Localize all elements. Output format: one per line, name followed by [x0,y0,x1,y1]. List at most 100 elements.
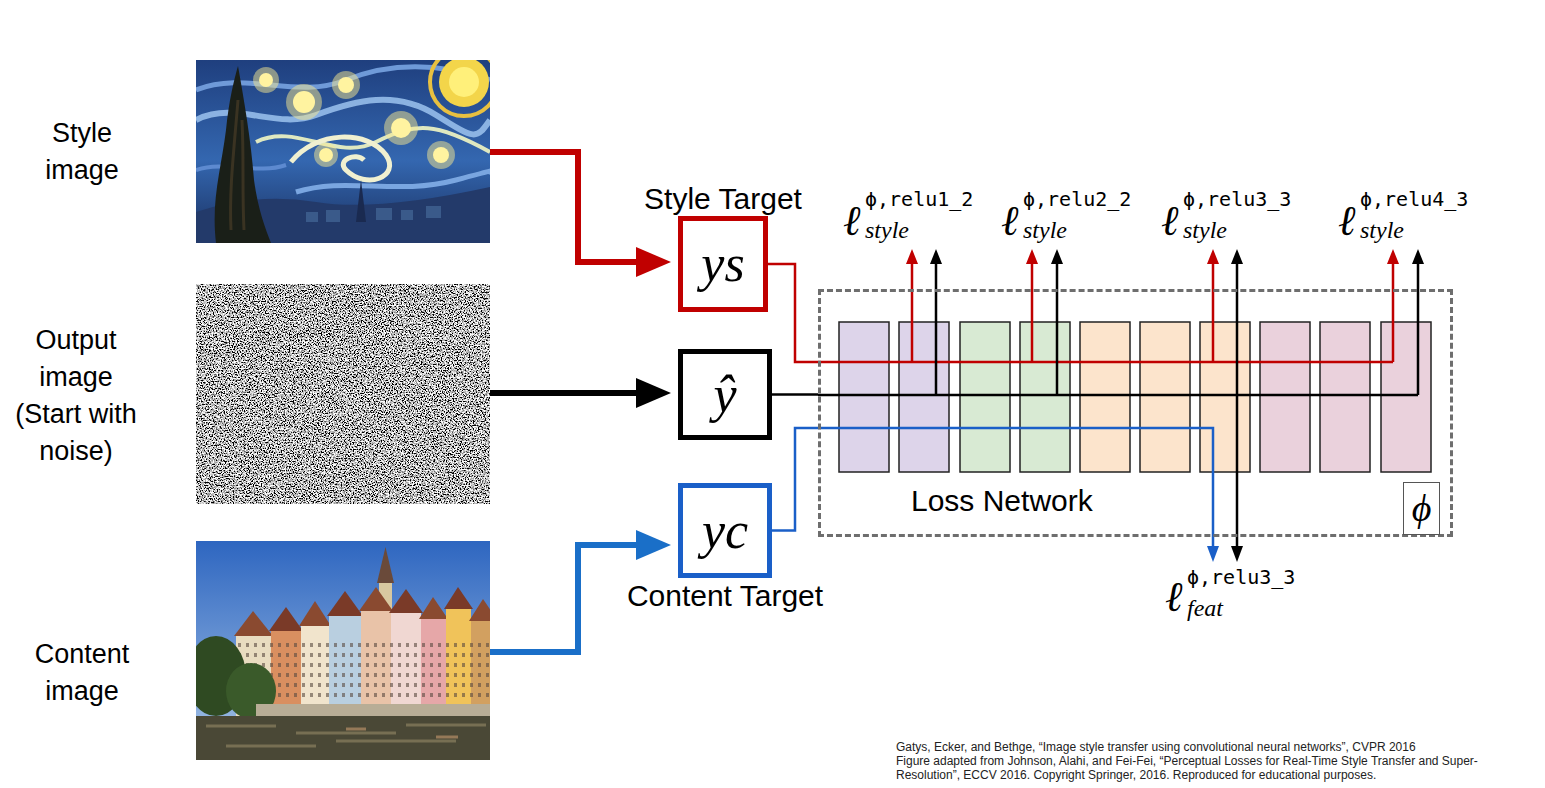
style-painting [449,67,479,97]
loss-subscript: style [1023,218,1067,242]
image-caption: Content image [17,636,147,710]
input-arrow [490,390,640,396]
loss-symbol: ℓ [1338,200,1356,242]
arrowhead [1207,249,1219,264]
content-photo [196,716,490,760]
style-painting [427,141,455,169]
content-photo [327,591,363,616]
feature-taps [818,428,1213,548]
content-photo [359,587,393,611]
arrowhead [1207,546,1219,562]
arrowhead [930,249,942,264]
citation: Gatys, Ecker, and Bethge, “Image style t… [896,740,1516,754]
math-symbol: ys [701,235,744,292]
style-painting [332,71,360,99]
loss-superscript: ϕ,relu3_3 [1183,188,1291,210]
network-layers [839,322,1431,472]
connector [768,264,818,362]
arrowhead [1051,249,1063,264]
arrowhead [1026,249,1038,264]
network-layers [1260,322,1310,472]
content-photo [389,589,423,613]
math-symbol: ϕ [1412,488,1432,530]
content-photo [346,729,458,737]
feature-taps [818,361,1393,364]
target-box: Style Targetys [678,216,768,312]
network-layers [1080,322,1130,472]
style-painting [384,111,418,145]
style-painting [286,84,322,120]
style-painting [293,91,315,113]
math-symbol: ŷ [713,366,736,423]
style-painting [314,143,338,167]
style-painting [291,137,390,180]
target-heading: Content Target [627,579,823,612]
style-painting [439,60,489,107]
content-photo [269,607,303,631]
arrowhead [636,247,671,277]
style-painting [376,208,392,220]
style-painting [306,212,318,222]
loss-symbol: ℓ [1001,200,1019,242]
content-photo [444,587,473,609]
network-symbol-box: ϕ [1403,482,1440,535]
network-layers [1381,322,1431,472]
feature-taps [912,262,1393,362]
loss-superscript: ϕ,relu4_3 [1360,188,1468,210]
content-photo [196,541,490,760]
citation: Figure adapted from Johnson, Alahi, and … [896,754,1516,782]
arrowhead [906,249,1424,562]
math-symbol: yc [702,502,748,559]
content-photo [299,601,331,626]
loss-network-region: Loss Network ϕ [818,289,1453,537]
arrowhead [636,378,671,408]
connector [772,428,818,531]
style-painting [215,66,271,243]
style-painting [326,210,340,222]
feature-taps [1236,395,1239,548]
loss-superscript: ϕ,relu2_2 [1023,188,1131,210]
network-layers [1140,322,1190,472]
content-photo [377,547,394,583]
content-photo [206,725,486,746]
style-painting [401,210,413,220]
image-caption: Style image [22,115,142,189]
arrowhead [906,249,918,264]
style-painting [430,60,490,116]
region-title: Loss Network [911,484,1093,517]
loss-symbol: ℓ [1161,200,1179,242]
network-layers [1020,322,1070,472]
noise-image [196,284,490,504]
content-photo [256,704,490,718]
style-painting [259,73,273,87]
connector [772,393,818,396]
network-layers [1200,322,1250,472]
network-layers [839,322,889,472]
feature-taps [818,262,1418,548]
loss-subscript: style [865,218,909,242]
arrowhead [1387,249,1399,264]
network-layers [1320,322,1370,472]
network-layers [899,322,949,472]
arrowhead [1231,249,1243,264]
input-arrow [490,152,640,262]
feature-taps [818,394,1418,397]
arrowhead [1231,546,1243,562]
content-photo [419,597,448,619]
arrowhead [1412,249,1424,264]
loss-subscript: style [1183,218,1227,242]
loss-symbol: ℓ [843,200,861,242]
input-arrow [490,545,640,652]
network-layers [960,322,1010,472]
style-painting [231,100,244,230]
target-box: ycContent Target [678,483,772,578]
loss-superscript: ϕ,relu3_3 [1187,566,1295,588]
content-photo [469,599,490,621]
loss-subscript: feat [1187,596,1223,620]
loss-symbol: ℓ [1165,576,1183,618]
style-painting [391,118,411,138]
loss-subscript: style [1360,218,1404,242]
style-painting [356,180,366,222]
style-painting [426,206,441,218]
arrowhead [636,530,671,560]
